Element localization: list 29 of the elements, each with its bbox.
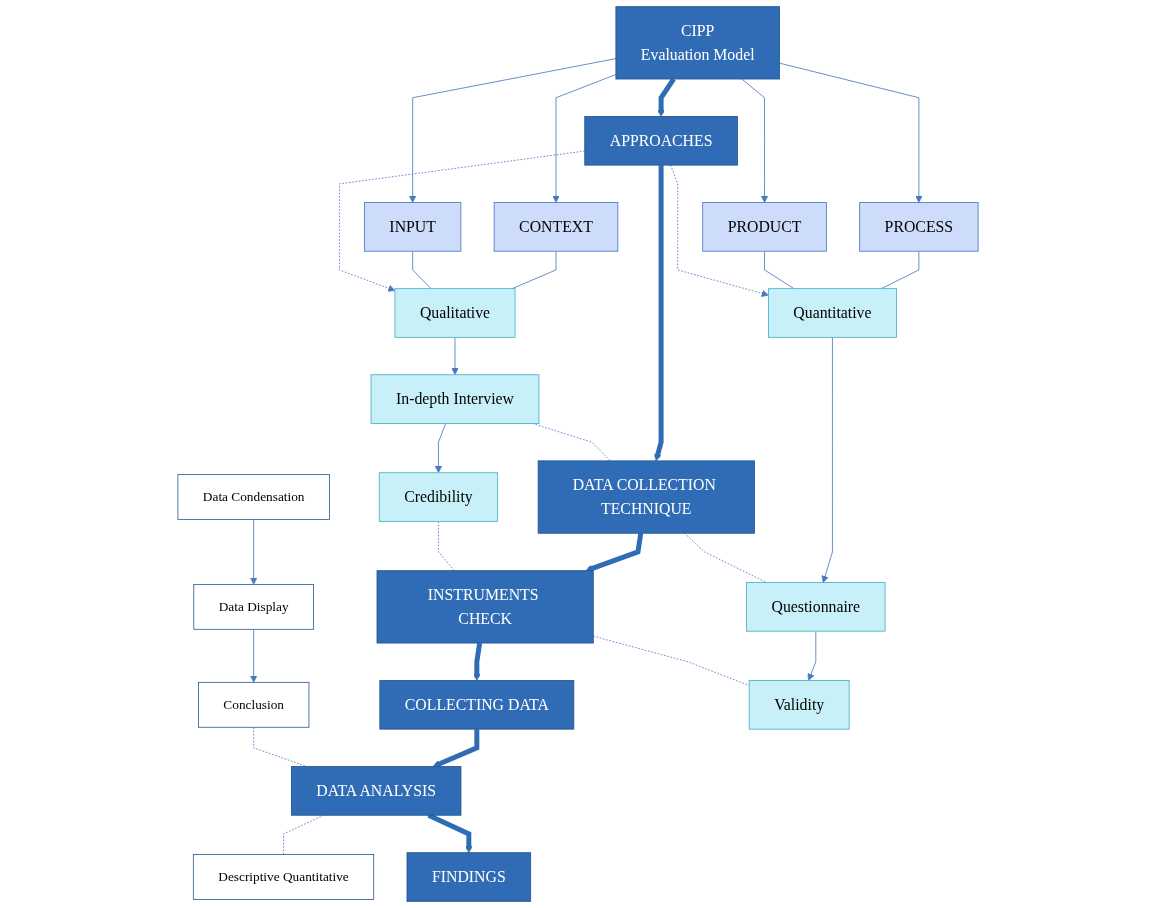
arrow bbox=[473, 642, 483, 681]
node-box: CONTEXT bbox=[493, 202, 619, 252]
node-box: COLLECTING DATA bbox=[379, 680, 575, 730]
node-box: Qualitative bbox=[394, 288, 516, 338]
node-box: Quantitative bbox=[768, 288, 897, 338]
node-box: Data Condensation bbox=[177, 474, 330, 520]
node-box: DATA COLLECTION TECHNIQUE bbox=[537, 460, 755, 534]
node-box: Conclusion bbox=[198, 681, 310, 728]
node-box: Questionnaire bbox=[746, 582, 886, 632]
node-box: INPUT bbox=[364, 202, 462, 252]
node-box: In-depth Interview bbox=[370, 374, 540, 424]
connector bbox=[412, 250, 432, 290]
node-box: APPROACHES bbox=[584, 116, 738, 166]
node-box: Validity bbox=[748, 680, 850, 730]
node-box: INSTRUMENTS CHECK bbox=[376, 570, 594, 644]
node-box: CIPP Evaluation Model bbox=[615, 6, 780, 80]
node-box: PROCESS bbox=[859, 202, 979, 252]
arrow bbox=[654, 165, 664, 462]
node-box: FINDINGS bbox=[406, 852, 532, 902]
connector bbox=[511, 250, 557, 290]
arrow bbox=[432, 729, 480, 768]
node-box: PRODUCT bbox=[702, 202, 827, 252]
connector bbox=[684, 532, 767, 583]
node-box: DATA ANALYSIS bbox=[290, 766, 462, 816]
arrow bbox=[585, 532, 644, 572]
connector bbox=[764, 250, 795, 290]
node-box: Credibility bbox=[378, 472, 499, 522]
node-box: Data Display bbox=[193, 584, 314, 630]
node-box: Descriptive Quantitative bbox=[192, 854, 375, 900]
